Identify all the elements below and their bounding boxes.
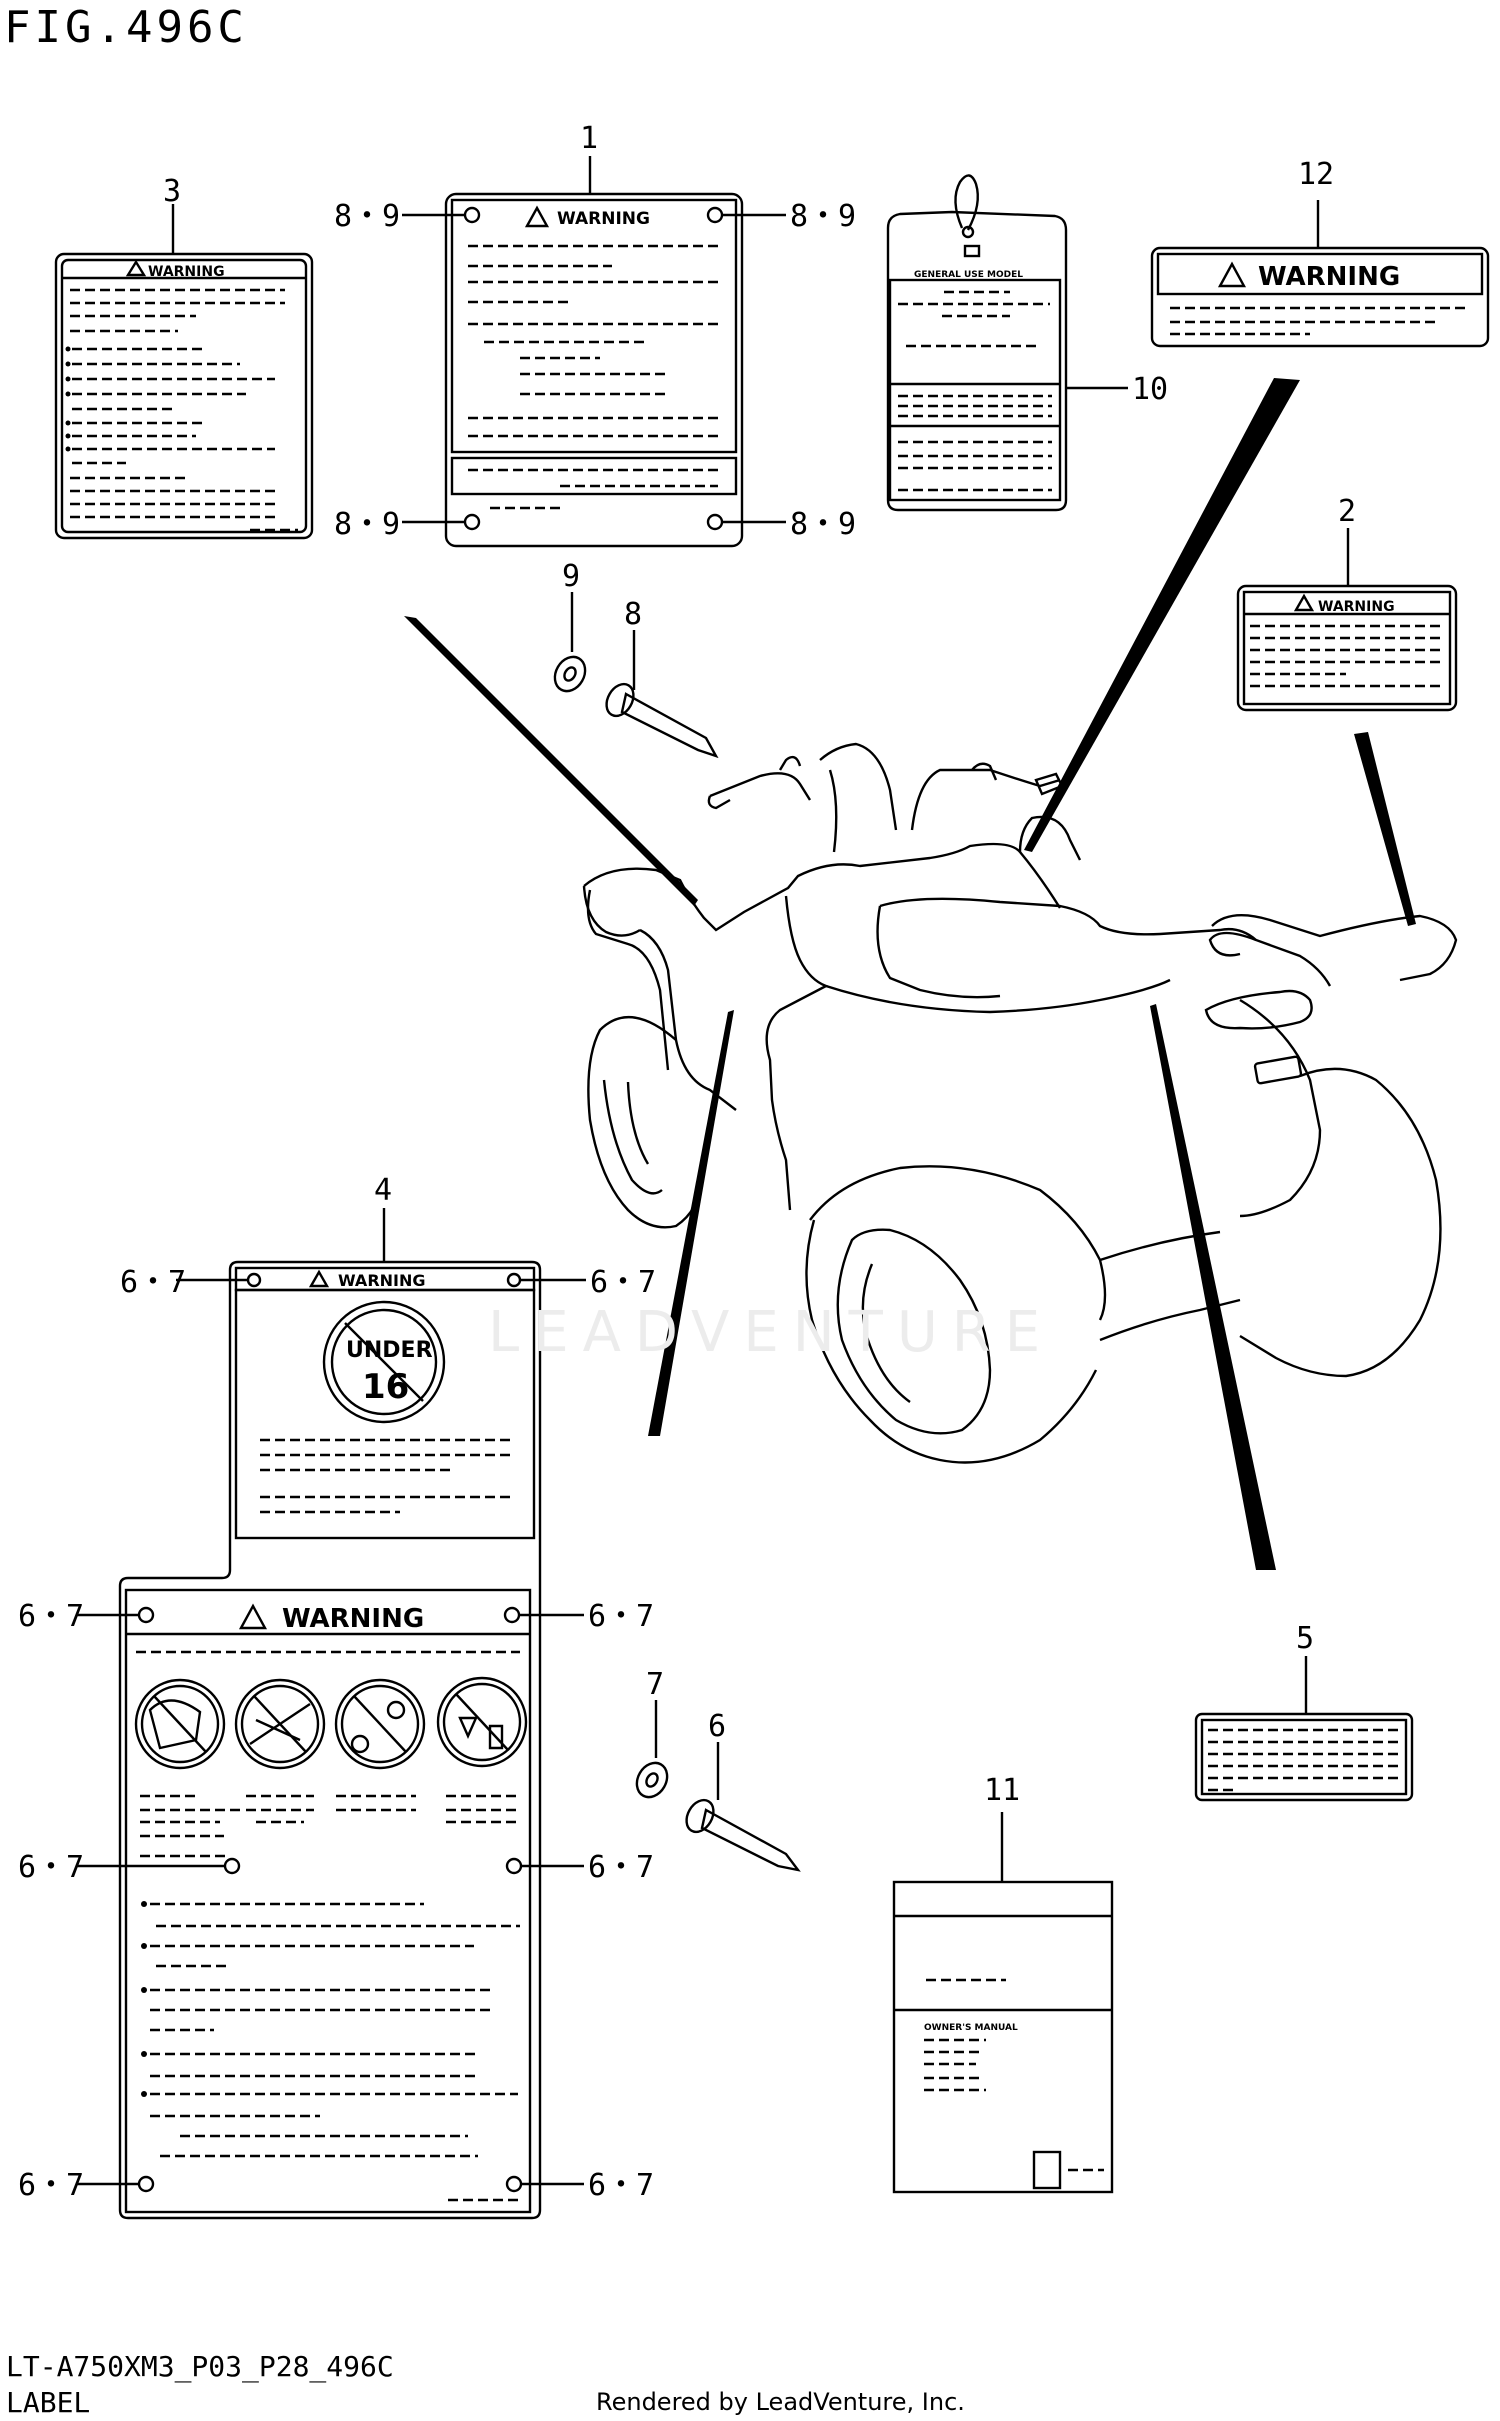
callout-4: 4: [374, 1173, 392, 1208]
washer-9[interactable]: [549, 651, 591, 696]
warning-triangle-icon: [524, 205, 550, 228]
callout-6-7: 6・7: [588, 1599, 654, 1634]
label-2-warning-text: WARNING: [1318, 599, 1395, 615]
callout-8: 8: [624, 597, 642, 632]
callout-8-9: 8・9: [334, 199, 400, 234]
figure-title: FIG.496C: [4, 2, 248, 53]
bullet-dots: [65, 346, 71, 452]
label-2-warning-sticker[interactable]: WARNING: [1236, 584, 1458, 712]
section-label: LABEL: [6, 2386, 91, 2419]
callout-1: 1: [580, 121, 598, 156]
callout-6-7: 6・7: [588, 2168, 654, 2203]
label-12-warning-text: WARNING: [1258, 262, 1400, 292]
no-passengers-icon: [134, 1678, 226, 1770]
brand-logo-icon: [963, 244, 981, 258]
leader-wedge: [648, 1010, 734, 1436]
rivet-6[interactable]: [681, 1795, 801, 1872]
callout-2: 2: [1338, 494, 1356, 529]
callout-9: 9: [562, 559, 580, 594]
callout-6-7: 6・7: [590, 1265, 656, 1300]
under-16-prohibition-icon: UNDER 16: [322, 1300, 446, 1424]
no-stunts-icon: [334, 1678, 426, 1770]
rivet-hole: [706, 513, 724, 531]
label-12-warning-sticker[interactable]: WARNING: [1150, 246, 1490, 348]
brand-logo-icon: [1032, 2150, 1062, 2190]
callout-6-7: 6・7: [588, 1850, 654, 1885]
rivet-hole: [706, 206, 724, 224]
label-1-warning-sticker[interactable]: WARNING: [444, 192, 744, 548]
render-credit: Rendered by LeadVenture, Inc.: [596, 2388, 965, 2416]
callout-6-7: 6・7: [18, 1850, 84, 1885]
rivet-hole: [463, 206, 481, 224]
rivet-hole: [463, 513, 481, 531]
tag-title: GENERAL USE MODEL: [914, 270, 1023, 280]
callout-6: 6: [708, 1709, 726, 1744]
label-4-warning-sticker[interactable]: WARNING UNDER 16 WARNING: [118, 1260, 542, 2220]
callout-8-9: 8・9: [790, 199, 856, 234]
callout-6-7: 6・7: [18, 2168, 84, 2203]
callout-11: 11: [984, 1773, 1020, 1808]
leader-wedge: [404, 616, 698, 906]
warning-triangle-icon: [308, 1269, 330, 1288]
label-3-warning-sticker[interactable]: WARNING: [54, 252, 314, 540]
label-10-hang-tag[interactable]: GENERAL USE MODEL: [886, 174, 1068, 512]
rivet-8[interactable]: [601, 679, 719, 759]
tag-eyelet: [961, 225, 975, 239]
callout-7: 7: [646, 1667, 664, 1702]
callout-3: 3: [163, 174, 181, 209]
label-5-sticker[interactable]: [1194, 1712, 1414, 1802]
leader-wedge: [1024, 378, 1300, 852]
leader-wedge: [1354, 732, 1416, 926]
age-text: 16: [362, 1367, 409, 1407]
item-11-owners-manual[interactable]: OWNER'S MANUAL: [892, 1880, 1114, 2194]
no-alcohol-drugs-icon: [436, 1676, 528, 1768]
label-4-main-warning-text: WARNING: [282, 1604, 424, 1634]
manual-title: OWNER'S MANUAL: [924, 2023, 1018, 2033]
no-paved-roads-icon: [234, 1678, 326, 1770]
label-3-warning-text: WARNING: [148, 264, 225, 280]
warning-triangle-icon: [1217, 261, 1247, 288]
label-1-warning-text: WARNING: [557, 209, 650, 229]
prohibition-pictograms: [134, 1676, 528, 1770]
warning-triangle-icon: [1293, 593, 1315, 612]
callout-10: 10: [1132, 372, 1168, 407]
callout-6-7: 6・7: [18, 1599, 84, 1634]
callout-6-7: 6・7: [120, 1265, 186, 1300]
label-4-top-warning-text: WARNING: [338, 1271, 426, 1290]
model-code: LT-A750XM3_P03_P28_496C: [6, 2350, 394, 2383]
callout-5: 5: [1296, 1621, 1314, 1656]
washer-7[interactable]: [631, 1757, 673, 1802]
leader-wedge: [1150, 1004, 1276, 1570]
warning-triangle-icon: [125, 259, 147, 277]
callout-8-9: 8・9: [334, 507, 400, 542]
bullet-dots: [141, 1901, 147, 2097]
warning-triangle-icon: [238, 1603, 268, 1630]
callout-12: 12: [1298, 157, 1334, 192]
under-text: UNDER: [346, 1338, 433, 1363]
tag-string: [954, 174, 979, 231]
watermark: LEADVENTURE: [488, 1300, 1055, 1365]
callout-8-9: 8・9: [790, 507, 856, 542]
